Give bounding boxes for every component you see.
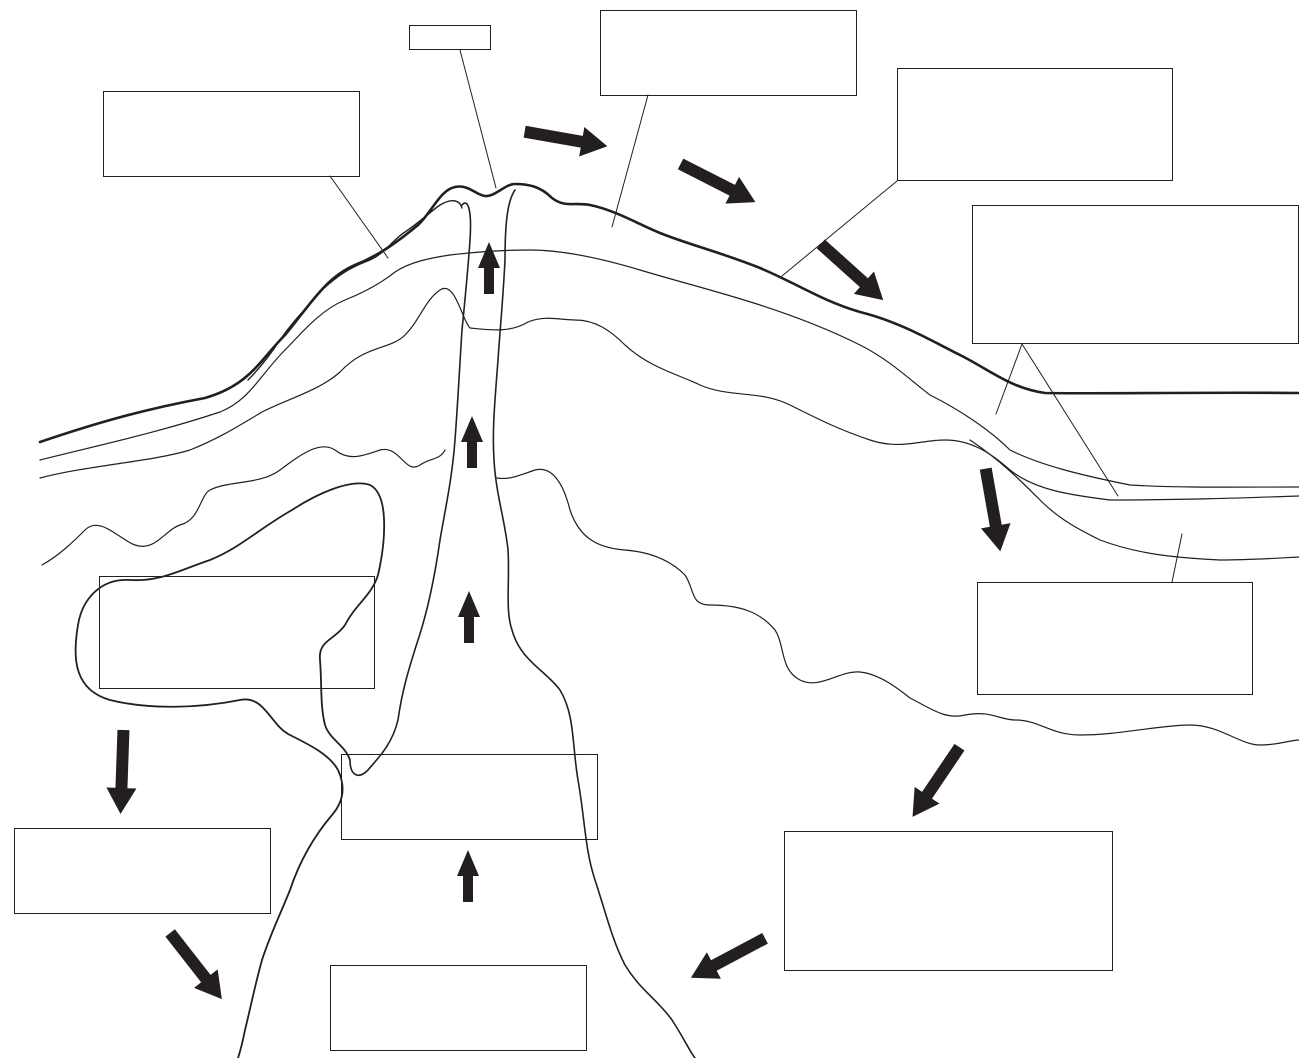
label-box-lava-flow[interactable] — [600, 10, 857, 96]
lower-layer-line — [41, 446, 1299, 746]
cycle-arrow-icon — [912, 743, 965, 817]
cycle-arrow-icon — [165, 929, 222, 1000]
leader-line-sediment-b — [1021, 343, 1119, 497]
label-box-crater-rim[interactable] — [103, 91, 360, 177]
cycle-arrow-icon — [677, 158, 756, 204]
label-box-conduit[interactable] — [341, 754, 598, 840]
label-box-magma-source[interactable] — [330, 965, 587, 1051]
label-box-rock-layer[interactable] — [977, 582, 1253, 695]
up-arrow-icon — [457, 850, 479, 902]
label-box-magma-chamber[interactable] — [99, 576, 375, 689]
leader-line-ash-layer — [781, 180, 898, 277]
label-box-ash-layer[interactable] — [897, 68, 1173, 181]
middle-layer-line — [39, 287, 1299, 501]
label-box-sediment-layers[interactable] — [972, 205, 1299, 344]
up-arrow-icon — [458, 591, 480, 643]
cycle-arrow-icon — [523, 125, 608, 157]
upper-layer-line — [39, 249, 1299, 488]
leader-line-rock-layer — [1171, 533, 1183, 583]
leader-line-sediment-a — [995, 343, 1023, 415]
cycle-arrow-icon — [690, 932, 768, 979]
cycle-arrow-icon — [816, 239, 884, 301]
up-arrow-icon — [478, 242, 500, 294]
leader-line-crater-rim — [329, 175, 389, 259]
label-box-weathering[interactable] — [14, 828, 271, 914]
conduit-right-wall — [492, 189, 696, 1058]
ground-surface-line — [38, 182, 1299, 444]
leader-line-vent — [459, 49, 497, 189]
conduit-left-wall — [349, 202, 472, 776]
cycle-arrow-icon — [106, 729, 137, 814]
magma-chamber-outline — [74, 482, 386, 1058]
up-arrow-icon — [461, 416, 483, 468]
leader-line-lava-flow — [611, 94, 649, 228]
label-box-vent[interactable] — [409, 25, 491, 50]
right-slope-layer-line — [969, 439, 1299, 561]
cycle-arrow-icon — [979, 467, 1011, 552]
left-ridge-line — [247, 200, 463, 381]
label-box-deep-rock[interactable] — [784, 831, 1113, 971]
